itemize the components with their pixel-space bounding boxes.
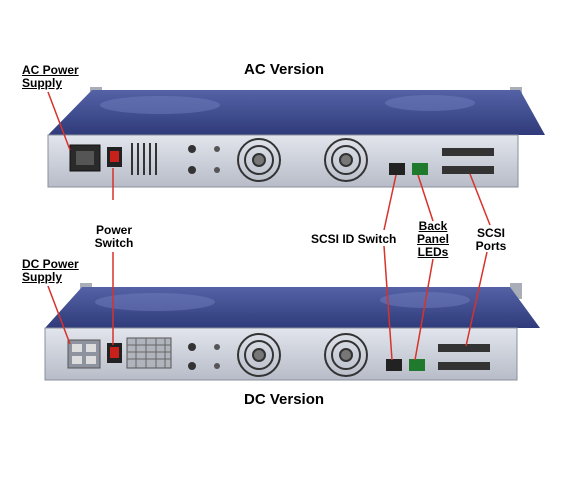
power-switch-label: Power Switch xyxy=(92,224,136,250)
back-panel-leds-label: Back Panel LEDs xyxy=(413,220,453,259)
leader-dc-power-supply xyxy=(47,285,71,345)
ac-scsi-port-bottom xyxy=(442,166,494,174)
dc-mesh-vent xyxy=(126,337,172,369)
dc-power-supply-line1: DC Power xyxy=(22,257,79,271)
leader-scsi-ports-up xyxy=(469,173,491,226)
dc-chassis xyxy=(44,283,540,381)
dc-fan-right xyxy=(324,333,368,377)
scsi-id-switch-label: SCSI ID Switch xyxy=(311,232,397,246)
power-switch-line1: Power xyxy=(95,223,132,237)
leader-leds-up xyxy=(417,174,434,222)
leader-scsi-ports-down xyxy=(465,251,488,347)
ac-fan-left xyxy=(237,138,281,182)
ac-power-supply-line2: Supply xyxy=(22,76,63,90)
dc-power-supply-line2: Supply xyxy=(22,270,63,284)
ac-top-logo-2 xyxy=(385,95,475,111)
back-panel-leds-line3: LEDs xyxy=(417,245,449,259)
ac-top-logo xyxy=(100,96,220,114)
leader-ac-power-supply xyxy=(47,91,71,151)
ac-power-inlet xyxy=(69,144,101,172)
back-panel-leds-line1: Back xyxy=(418,219,448,233)
ac-back-panel-leds xyxy=(412,163,428,175)
ac-chassis-top xyxy=(48,90,545,135)
dc-power-supply-label: DC Power Supply xyxy=(22,258,79,284)
ac-vent-slots xyxy=(131,143,157,175)
back-panel-leds-line2: Panel xyxy=(416,232,449,246)
ac-chassis xyxy=(47,87,545,188)
leader-lines xyxy=(47,91,491,361)
dc-version-title: DC Version xyxy=(244,391,325,408)
scsi-ports-line2: Ports xyxy=(475,239,507,253)
ac-fan-right xyxy=(324,138,368,182)
scsi-ports-label: SCSI Ports xyxy=(470,227,512,253)
dc-top-logo xyxy=(95,293,215,311)
dc-scsi-port-bottom xyxy=(438,362,490,370)
dc-rear-panel xyxy=(44,327,518,381)
scsi-ports-line1: SCSI xyxy=(476,226,505,240)
ac-scsi-port-top xyxy=(442,148,494,156)
ac-version-title: AC Version xyxy=(244,61,325,78)
dc-scsi-port-top xyxy=(438,344,490,352)
ac-rear-panel xyxy=(47,134,519,188)
ac-power-supply-label: AC Power Supply xyxy=(22,64,79,90)
leader-scsi-id-switch-up xyxy=(383,174,397,231)
ac-scsi-id-switch xyxy=(389,163,405,175)
ac-power-supply-line1: AC Power xyxy=(22,63,79,77)
dc-scsi-id-switch xyxy=(386,359,402,371)
power-switch-line2: Switch xyxy=(94,236,134,250)
leader-leds-down xyxy=(414,258,434,361)
dc-fan-left xyxy=(237,333,281,377)
leader-scsi-id-switch-down xyxy=(383,245,393,361)
dc-back-panel-leds xyxy=(409,359,425,371)
